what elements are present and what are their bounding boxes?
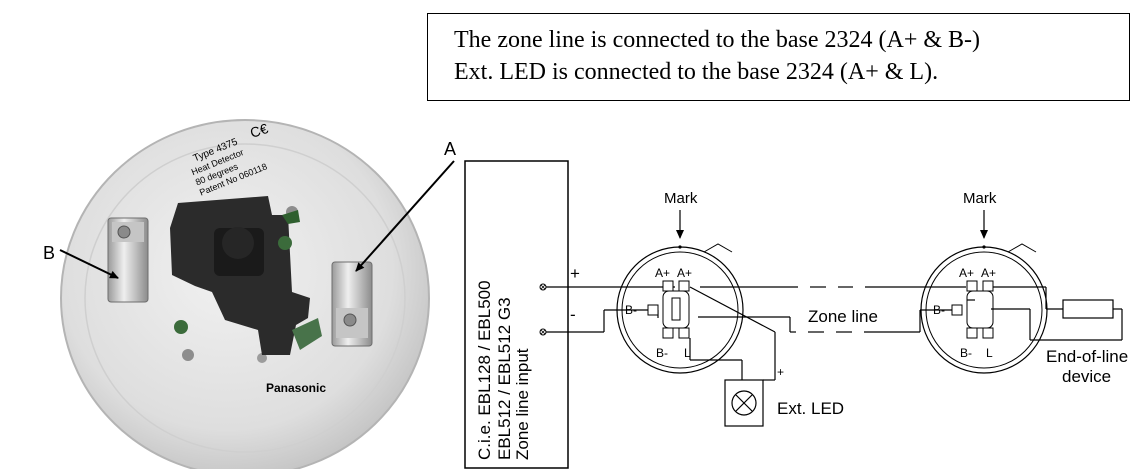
base-left-a1: A+: [655, 266, 670, 280]
panel-line-2: EBL512 / EBL512 G3: [495, 297, 514, 460]
end-of-line-device: End-of-line device: [1046, 299, 1128, 386]
wiring: [546, 286, 1123, 380]
base-left-a2: A+: [677, 266, 692, 280]
base-left: Mark A+ A+ B- B- L: [616, 190, 744, 374]
led-plus: +: [777, 365, 784, 379]
zone-line-label: Zone line: [808, 307, 878, 326]
led-label: Ext. LED: [777, 399, 844, 418]
base-photo: Type 4375 Heat Detector 80 degrees Paten…: [43, 112, 456, 469]
panel-line-3: Zone line input: [513, 348, 532, 460]
base-left-b-side: B-: [625, 303, 637, 317]
base-right-a2: A+: [981, 266, 996, 280]
base-right-b-bottom: B-: [960, 346, 972, 360]
base-right: Mark A+ A+ B- B- L: [920, 190, 1048, 374]
eol-line-1: End-of-line: [1046, 347, 1128, 366]
panel-terminal-plus: [539, 283, 547, 291]
base-left-l: L: [684, 346, 691, 360]
note-line-1: The zone line is connected to the base 2…: [454, 27, 981, 53]
base-right-b-side: B-: [933, 303, 945, 317]
control-panel: C.i.e. EBL128 / EBL500 EBL512 / EBL512 G…: [464, 160, 580, 469]
ext-led: + Ext. LED: [724, 365, 844, 427]
panel-plus: +: [570, 264, 580, 283]
eol-line-2: device: [1062, 367, 1111, 386]
callout-a-label: A: [444, 139, 456, 159]
panel-line-1: C.i.e. EBL128 / EBL500: [475, 280, 494, 460]
note-line-2: Ext. LED is connected to the base 2324 (…: [454, 59, 939, 85]
brand-logo: Panasonic: [266, 381, 326, 395]
base-right-mark-label: Mark: [963, 190, 997, 207]
callout-b-arrow: [59, 249, 119, 279]
svg-text:C€: C€: [248, 120, 270, 141]
note-box: The zone line is connected to the base 2…: [427, 13, 1130, 101]
base-left-b-bottom: B-: [656, 346, 668, 360]
base-left-mark-label: Mark: [664, 190, 698, 207]
base-right-a1: A+: [959, 266, 974, 280]
panel-terminal-minus: [539, 328, 547, 336]
callout-b-label: B: [43, 243, 55, 263]
callout-a-arrow: [355, 160, 455, 272]
panel-minus: -: [570, 305, 576, 324]
base-right-l: L: [986, 346, 993, 360]
